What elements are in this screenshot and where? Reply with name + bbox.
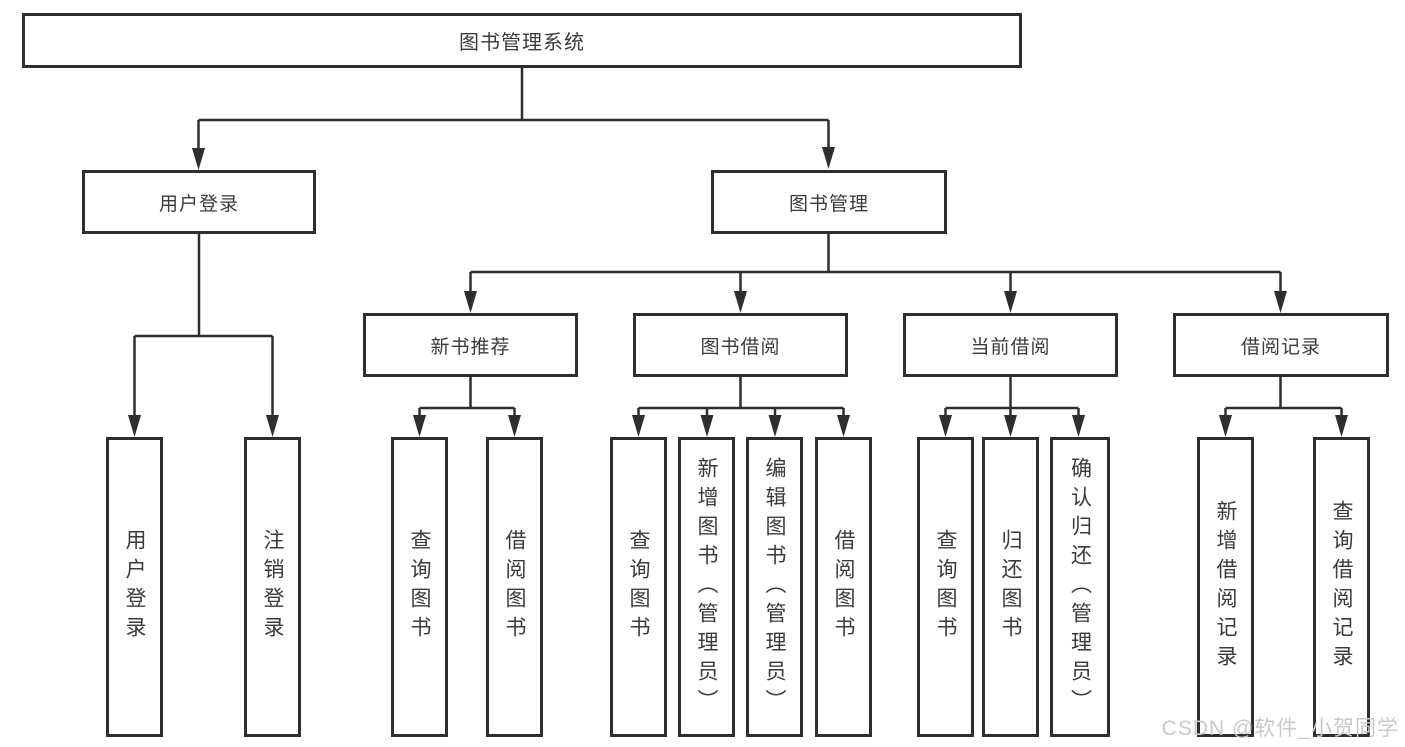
node-label: 图书管理 — [788, 193, 869, 215]
node-label: 新书推荐 — [430, 336, 511, 358]
node-label: 借阅图书 — [832, 529, 855, 645]
node-label: 编辑图书（管理员） — [763, 456, 786, 718]
node-book-management-module: 图书管理 — [711, 170, 947, 234]
leaf-query-books-recommend: 查询图书 — [391, 437, 448, 737]
leaf-query-books-current: 查询图书 — [917, 437, 974, 737]
leaf-query-books-borrowing: 查询图书 — [610, 437, 667, 737]
leaf-add-borrow-record: 新增借阅记录 — [1197, 437, 1254, 737]
csdn-watermark: CSDN @软件_小贺同学 — [1161, 717, 1399, 740]
node-book-borrowing: 图书借阅 — [633, 313, 848, 377]
leaf-borrow-books-recommend: 借阅图书 — [486, 437, 543, 737]
node-label: 注销登录 — [261, 529, 284, 645]
node-label: 确认归还（管理员） — [1068, 456, 1092, 718]
node-borrowing-records: 借阅记录 — [1173, 313, 1389, 377]
node-label: 借阅图书 — [503, 529, 526, 645]
node-label: 用户登录 — [158, 193, 239, 215]
leaf-confirm-return-admin: 确认归还（管理员） — [1050, 437, 1110, 737]
node-label: 新增借阅记录 — [1214, 500, 1237, 674]
node-label: 查询借阅记录 — [1330, 500, 1353, 674]
node-label: 查询图书 — [408, 529, 431, 645]
leaf-logout: 注销登录 — [244, 437, 301, 737]
node-library-management-system: 图书管理系统 — [22, 13, 1022, 68]
leaf-return-books: 归还图书 — [982, 437, 1039, 737]
leaf-query-borrow-record: 查询借阅记录 — [1313, 437, 1370, 737]
node-label: 当前借阅 — [970, 336, 1051, 358]
node-user-login-module: 用户登录 — [82, 170, 316, 234]
node-label: 图书管理系统 — [459, 32, 585, 54]
arrowheads — [128, 147, 1348, 437]
leaf-add-books-admin: 新增图书（管理员） — [678, 437, 735, 737]
node-label: 查询图书 — [627, 529, 650, 645]
leaf-user-login: 用户登录 — [106, 437, 163, 737]
node-new-book-recommendation: 新书推荐 — [363, 313, 578, 377]
node-label: 图书借阅 — [700, 336, 781, 358]
node-label: 归还图书 — [999, 529, 1022, 645]
node-current-borrowing: 当前借阅 — [903, 313, 1118, 377]
node-label: 查询图书 — [934, 529, 957, 645]
leaf-edit-books-admin: 编辑图书（管理员） — [746, 437, 803, 737]
node-label: 新增图书（管理员） — [695, 456, 718, 718]
leaf-borrow-books: 借阅图书 — [815, 437, 872, 737]
node-label: 用户登录 — [123, 529, 146, 645]
node-label: 借阅记录 — [1240, 336, 1321, 358]
